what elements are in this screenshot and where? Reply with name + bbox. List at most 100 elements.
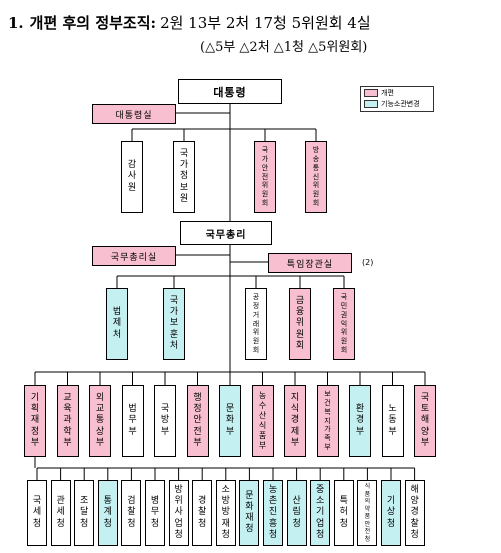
- legend-swatch-reorg: [364, 88, 378, 97]
- pm-office-box: 국무총리실: [92, 246, 176, 266]
- legend-label-reorg: 개편: [381, 88, 394, 97]
- heading-number: 1.: [8, 14, 24, 32]
- legend-swatch-function-change: [364, 99, 378, 108]
- legend-item-reorg: 개편: [361, 87, 433, 98]
- special-office-label: 특임장관실: [286, 259, 334, 270]
- heading-title: 개편 후의 정부조직:: [29, 14, 157, 32]
- chief-of-staff-box: 대통령실: [92, 104, 176, 124]
- legend: 개편 기능소관변경: [360, 86, 434, 112]
- heading-summary: 2원 13부 2처 17청 5위원회 4실: [160, 14, 371, 32]
- chart-heading: 1. 개편 후의 정부조직:2원 13부 2처 17청 5위원회 4실: [8, 12, 371, 33]
- pm-office-label: 국무총리실: [110, 252, 158, 263]
- chief-of-staff-label: 대통령실: [115, 110, 153, 121]
- prime-minister-box: 국무총리: [180, 221, 272, 245]
- prime-minister-label: 국무총리: [205, 229, 247, 241]
- president-box: 대통령: [178, 79, 282, 104]
- president-label: 대통령: [213, 85, 247, 99]
- legend-item-function-change: 기능소관변경: [361, 98, 433, 109]
- note-marker: (2): [362, 258, 374, 267]
- heading-subtitle: (△5부 △2처 △1청 △5위원회): [200, 40, 368, 55]
- special-office-box: 특임장관실: [268, 253, 352, 273]
